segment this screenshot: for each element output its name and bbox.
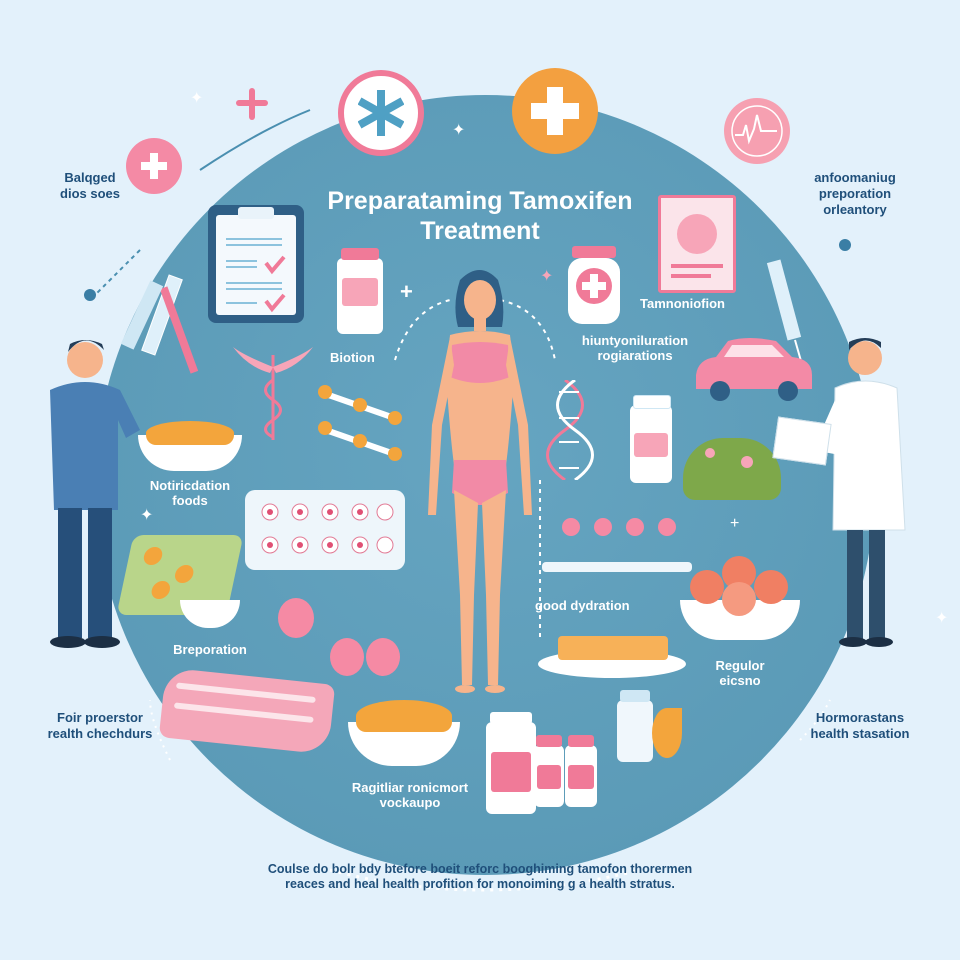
sparkle-icon: ✦ [540,268,554,285]
label-line: Balqged [64,170,116,185]
pill-strand-icon [318,385,402,461]
medicine-bottle-icon [486,712,536,814]
title-line-2: Treatment [420,217,540,245]
apple-icon [278,598,314,638]
plus-icon [126,138,182,194]
sparkle-icon: ✦ [452,122,466,139]
label-preparation-inventory: anfoomaniug preporation orleantory [785,170,925,218]
label-biotion: Biotion [330,350,375,365]
clipboard-checklist-icon [208,205,304,323]
label-line: Regulor [715,658,765,673]
jar-icon [617,690,653,762]
nutrition-bowl-icon [138,421,242,471]
doctor-man-right [813,338,906,647]
label-line: foods [172,493,208,508]
bottle-icon [337,248,383,334]
page-title: Preparataming Tamoxifen Treatment [300,186,660,246]
caduceus-icon [233,347,313,440]
syringe-icon [120,274,199,374]
label-line: anfoomaniug [814,170,896,185]
label-line: rogiarations [597,348,673,363]
label-good-hydration: good dydration [535,598,630,613]
vial-icon [534,735,564,807]
label-line: vockaupo [379,795,441,810]
snack-plate-icon [538,636,686,678]
label-line: preporation [818,186,892,201]
label-regular-checkup: Ragitliar ronicmort vockaupo [330,780,490,810]
fruit-bowl-icon [680,556,800,640]
label-health-status: Hormorastans health stasation [775,710,945,742]
sparkle-icon: ✦ [190,90,204,107]
woman-figure [428,270,532,693]
label-line: hiuntyoniluration [581,333,689,348]
blister-pack-icon [245,490,405,570]
sparkle-icon: ✦ [140,507,154,524]
label-balanced-diet: Balqged dios soes [40,170,140,202]
plant-icon [683,438,781,500]
label-line: Hormorastans [815,710,905,725]
title-line-1: Preparataming Tamoxifen [327,187,633,215]
footer-line-1: Coulse do bolr bdy btefore boeit reforc … [267,862,693,876]
footer-caption: Coulse do bolr bdy btefore boeit reforc … [150,862,810,892]
apple-icon [330,638,364,676]
dna-icon [546,380,594,480]
prescription-document-icon [658,195,736,293]
footer-line-2: reaces and heal health profition for mon… [285,877,675,891]
label-line: health stasation [810,726,910,741]
orange-slice-icon [652,708,682,758]
label-preparation: Breporation [173,642,247,657]
label-regular-exercise: Regulor eicsno [700,658,780,688]
label-line: dios soes [60,186,120,201]
label-tamoxifen: Tamnoniofion [640,296,725,311]
label-health-checkups: Foir proerstor realth chechdurs [20,710,180,742]
apple-icon [366,638,400,676]
cross-bottle-icon [568,246,620,324]
heartbeat-icon [724,98,790,164]
pink-plus-icon [236,88,268,120]
sparkle-icon: ✦ [935,610,949,627]
doctor-man-left [50,340,140,648]
plus-coin-icon [512,68,598,154]
car-icon [696,338,812,401]
label-nutrition-foods: Notiricdation foods [120,478,260,508]
label-line: realth chechdurs [47,726,153,741]
label-line: orleantory [823,202,887,217]
label-line: Foir proerstor [57,710,143,725]
bottle-icon [630,395,672,483]
pill-stand-icon [542,518,692,578]
label-line: Notiricdation [149,478,231,493]
label-line: Ragitliar ronicmort [351,780,469,795]
asterisk-medical-icon [338,70,424,156]
label-hydration-regulations: hiuntyoniluration rogiarations [565,333,705,363]
sparkle-icon: + [730,515,740,532]
vial-icon [565,735,597,807]
sparkle-icon: + [400,279,413,304]
paper-icon [772,416,832,466]
label-line: eicsno [719,673,761,688]
